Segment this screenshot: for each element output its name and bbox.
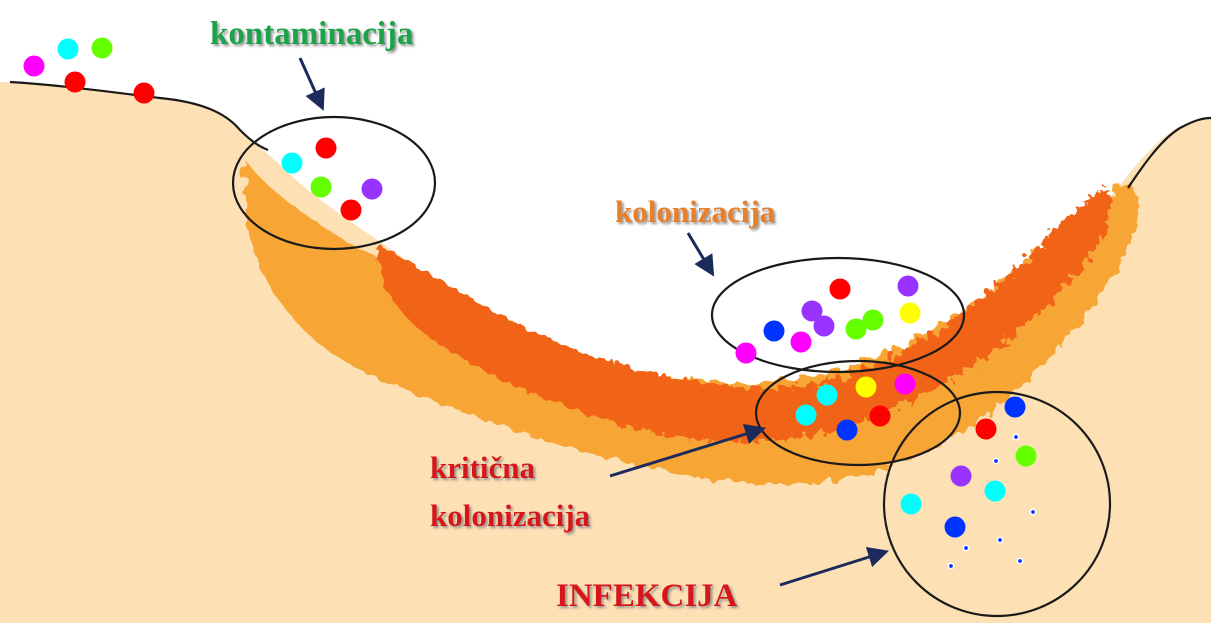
small-bacterium	[1017, 558, 1022, 563]
label-contamination: kontaminacija	[210, 16, 414, 52]
small-bacterium	[948, 563, 953, 568]
bacterium	[951, 466, 972, 487]
small-bacterium	[1030, 509, 1035, 514]
bacterium	[817, 385, 838, 406]
bacterium	[901, 494, 922, 515]
bacterium	[764, 321, 785, 342]
bacterium	[362, 179, 383, 200]
bacterium	[837, 420, 858, 441]
small-bacterium	[997, 537, 1002, 542]
label-infection: INFEKCIJA	[556, 578, 738, 614]
bacterium	[316, 138, 337, 159]
bacterium	[900, 303, 921, 324]
bacterium	[736, 343, 757, 364]
small-bacterium	[963, 545, 968, 550]
bacterium	[898, 276, 919, 297]
bacterium	[796, 405, 817, 426]
bacterium	[1016, 446, 1037, 467]
bacterium	[856, 377, 877, 398]
colonization-arrow	[688, 233, 712, 273]
bacterium	[134, 83, 155, 104]
bacterium	[311, 177, 332, 198]
small-bacterium	[1013, 434, 1018, 439]
label-colonization: kolonizacija	[615, 194, 776, 229]
label-critical-colonization-line1: kritična	[430, 450, 536, 485]
bacterium	[24, 56, 45, 77]
bacterium	[282, 153, 303, 174]
bacterium	[814, 316, 835, 337]
contamination-arrow	[300, 58, 322, 107]
bacterium	[65, 72, 86, 93]
label-critical-colonization-line2: kolonizacija	[430, 498, 591, 533]
bacterium	[92, 38, 113, 59]
bacterium	[791, 332, 812, 353]
bacterium	[895, 374, 916, 395]
bacterium	[945, 517, 966, 538]
bacterium	[58, 39, 79, 60]
bacterium	[985, 481, 1006, 502]
bacterium	[1005, 397, 1026, 418]
bacterium	[341, 200, 362, 221]
bacterium	[976, 419, 997, 440]
bacterium	[870, 406, 891, 427]
bacterium	[830, 279, 851, 300]
small-bacterium	[993, 458, 998, 463]
bacterium	[863, 310, 884, 331]
